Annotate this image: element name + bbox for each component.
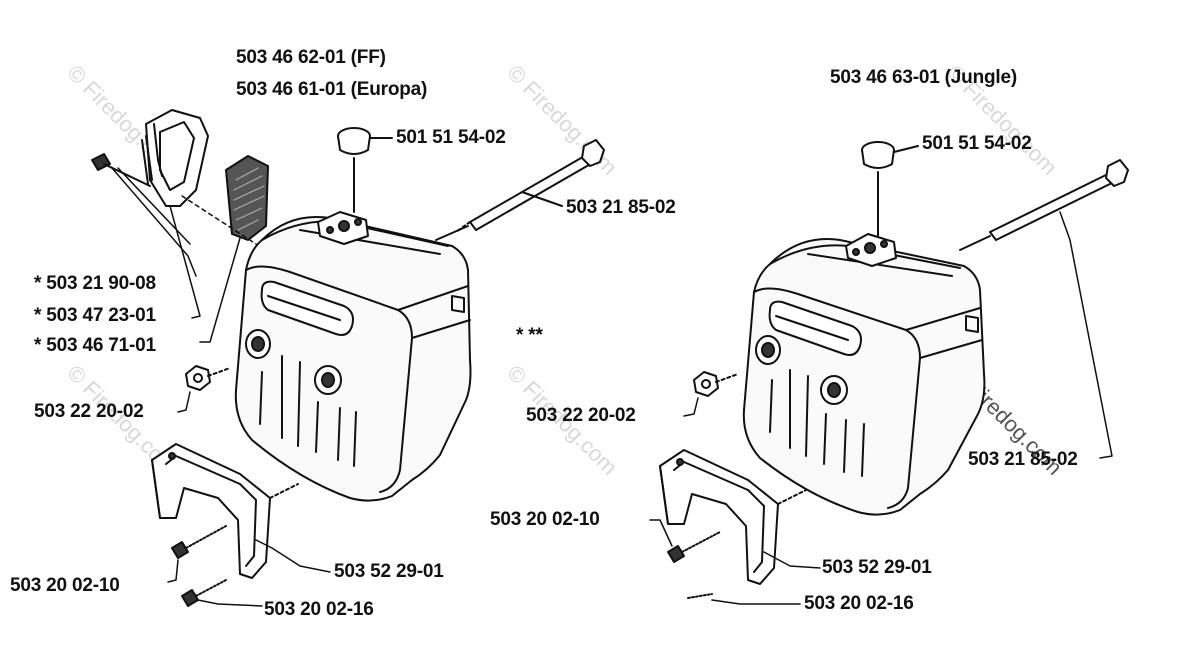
lower-bracket-label-left: 503 52 29-01 bbox=[334, 561, 444, 582]
bracket-label: * 503 47 23-01 bbox=[34, 305, 156, 326]
nut-right bbox=[683, 371, 739, 417]
body-ref-label: * ** bbox=[516, 325, 543, 346]
model-label-europa: 503 46 61-01 (Europa) bbox=[236, 79, 428, 100]
spark-arrestor-group bbox=[91, 109, 269, 343]
left-muffler bbox=[234, 211, 472, 502]
bolts-left bbox=[167, 525, 263, 607]
bolts-right bbox=[649, 519, 801, 605]
screw-label: * 503 21 90-08 bbox=[34, 273, 156, 294]
long-bolt-label-left: 503 21 85-02 bbox=[566, 197, 676, 218]
cap-label-left: 501 51 54-02 bbox=[396, 127, 506, 148]
nut-label-left: 503 22 20-02 bbox=[34, 401, 144, 422]
lower-bracket-left bbox=[151, 443, 331, 579]
bolt-b-label-right: 503 20 02-16 bbox=[804, 593, 914, 614]
long-bolt-label-right: 503 21 85-02 bbox=[968, 449, 1078, 470]
long-bolt-right bbox=[959, 159, 1129, 459]
lower-bracket-right bbox=[659, 449, 821, 585]
cap-label-right: 501 51 54-02 bbox=[922, 133, 1032, 154]
screen-label: * 503 46 71-01 bbox=[34, 335, 156, 356]
bolt-a-label-right: 503 20 02-10 bbox=[490, 509, 600, 530]
bolt-a-label-left: 503 20 02-10 bbox=[10, 575, 120, 596]
bolt-b-label-left: 503 20 02-16 bbox=[264, 599, 374, 620]
long-bolt-left bbox=[435, 139, 605, 241]
nut-left bbox=[177, 365, 231, 413]
model-label-ff: 503 46 62-01 (FF) bbox=[236, 47, 386, 68]
cap-left bbox=[337, 127, 393, 213]
nut-label-right: 503 22 20-02 bbox=[526, 405, 636, 426]
lower-bracket-label-right: 503 52 29-01 bbox=[822, 557, 932, 578]
right-muffler bbox=[742, 233, 986, 516]
model-label-jungle: 503 46 63-01 (Jungle) bbox=[830, 67, 1017, 88]
cap-right bbox=[861, 141, 919, 237]
